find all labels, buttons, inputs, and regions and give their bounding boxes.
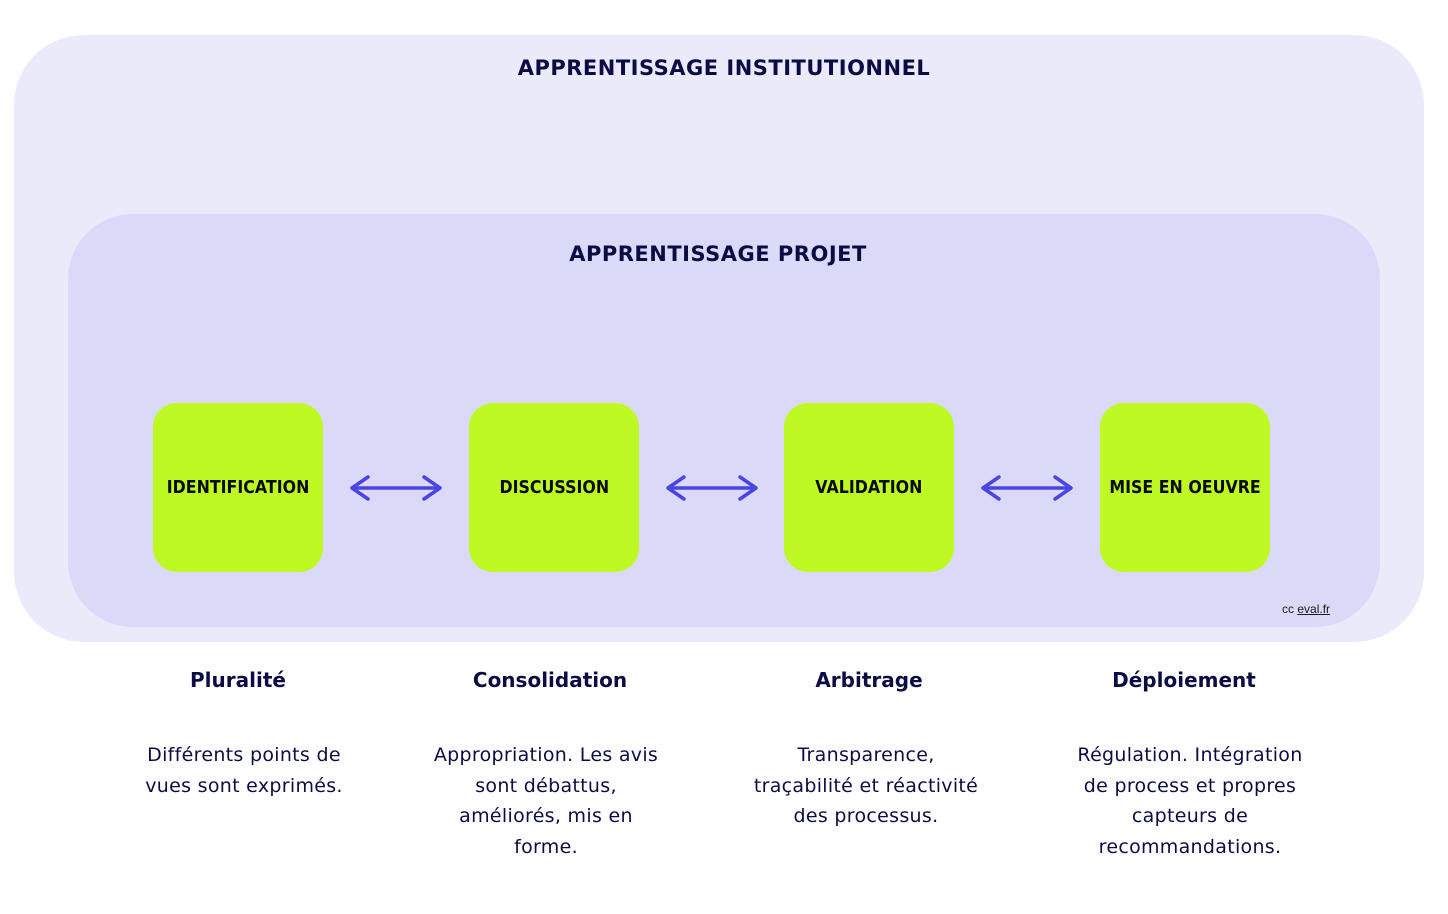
- step-label: VALIDATION: [815, 477, 923, 498]
- double-arrow-icon: [666, 475, 758, 501]
- credit-prefix: cc: [1282, 602, 1294, 616]
- institutional-learning-title: APPRENTISSAGE INSTITUTIONNEL: [517, 56, 931, 80]
- credit-link[interactable]: eval.fr: [1297, 602, 1331, 616]
- column-heading-pluralite: Pluralité: [190, 668, 286, 692]
- step-label: IDENTIFICATION: [166, 477, 310, 498]
- double-arrow-icon: [981, 475, 1073, 501]
- column-description-consolidation: Appropriation. Les avis sont débattus, a…: [433, 744, 659, 858]
- project-learning-title: APPRENTISSAGE PROJET: [569, 242, 867, 266]
- step-label: DISCUSSION: [499, 477, 609, 498]
- double-arrow-icon: [350, 475, 442, 501]
- column-description-arbitrage: Transparence, traçabilité et réactivité …: [753, 744, 979, 827]
- column-heading-arbitrage: Arbitrage: [815, 668, 923, 692]
- step-validation: VALIDATION: [784, 403, 954, 572]
- step-identification: IDENTIFICATION: [153, 403, 323, 572]
- column-heading-consolidation: Consolidation: [472, 668, 628, 692]
- column-heading-deploiement: Déploiement: [1112, 668, 1256, 692]
- step-discussion: DISCUSSION: [469, 403, 639, 572]
- credit-note: cc eval.fr: [1282, 602, 1330, 616]
- column-description-deploiement: Régulation. Intégration de process et pr…: [1077, 744, 1303, 858]
- step-label: MISE EN OEUVRE: [1109, 477, 1261, 498]
- column-description-pluralite: Différents points de vues sont exprimés.: [145, 744, 343, 797]
- step-mise-en-oeuvre: MISE EN OEUVRE: [1100, 403, 1270, 572]
